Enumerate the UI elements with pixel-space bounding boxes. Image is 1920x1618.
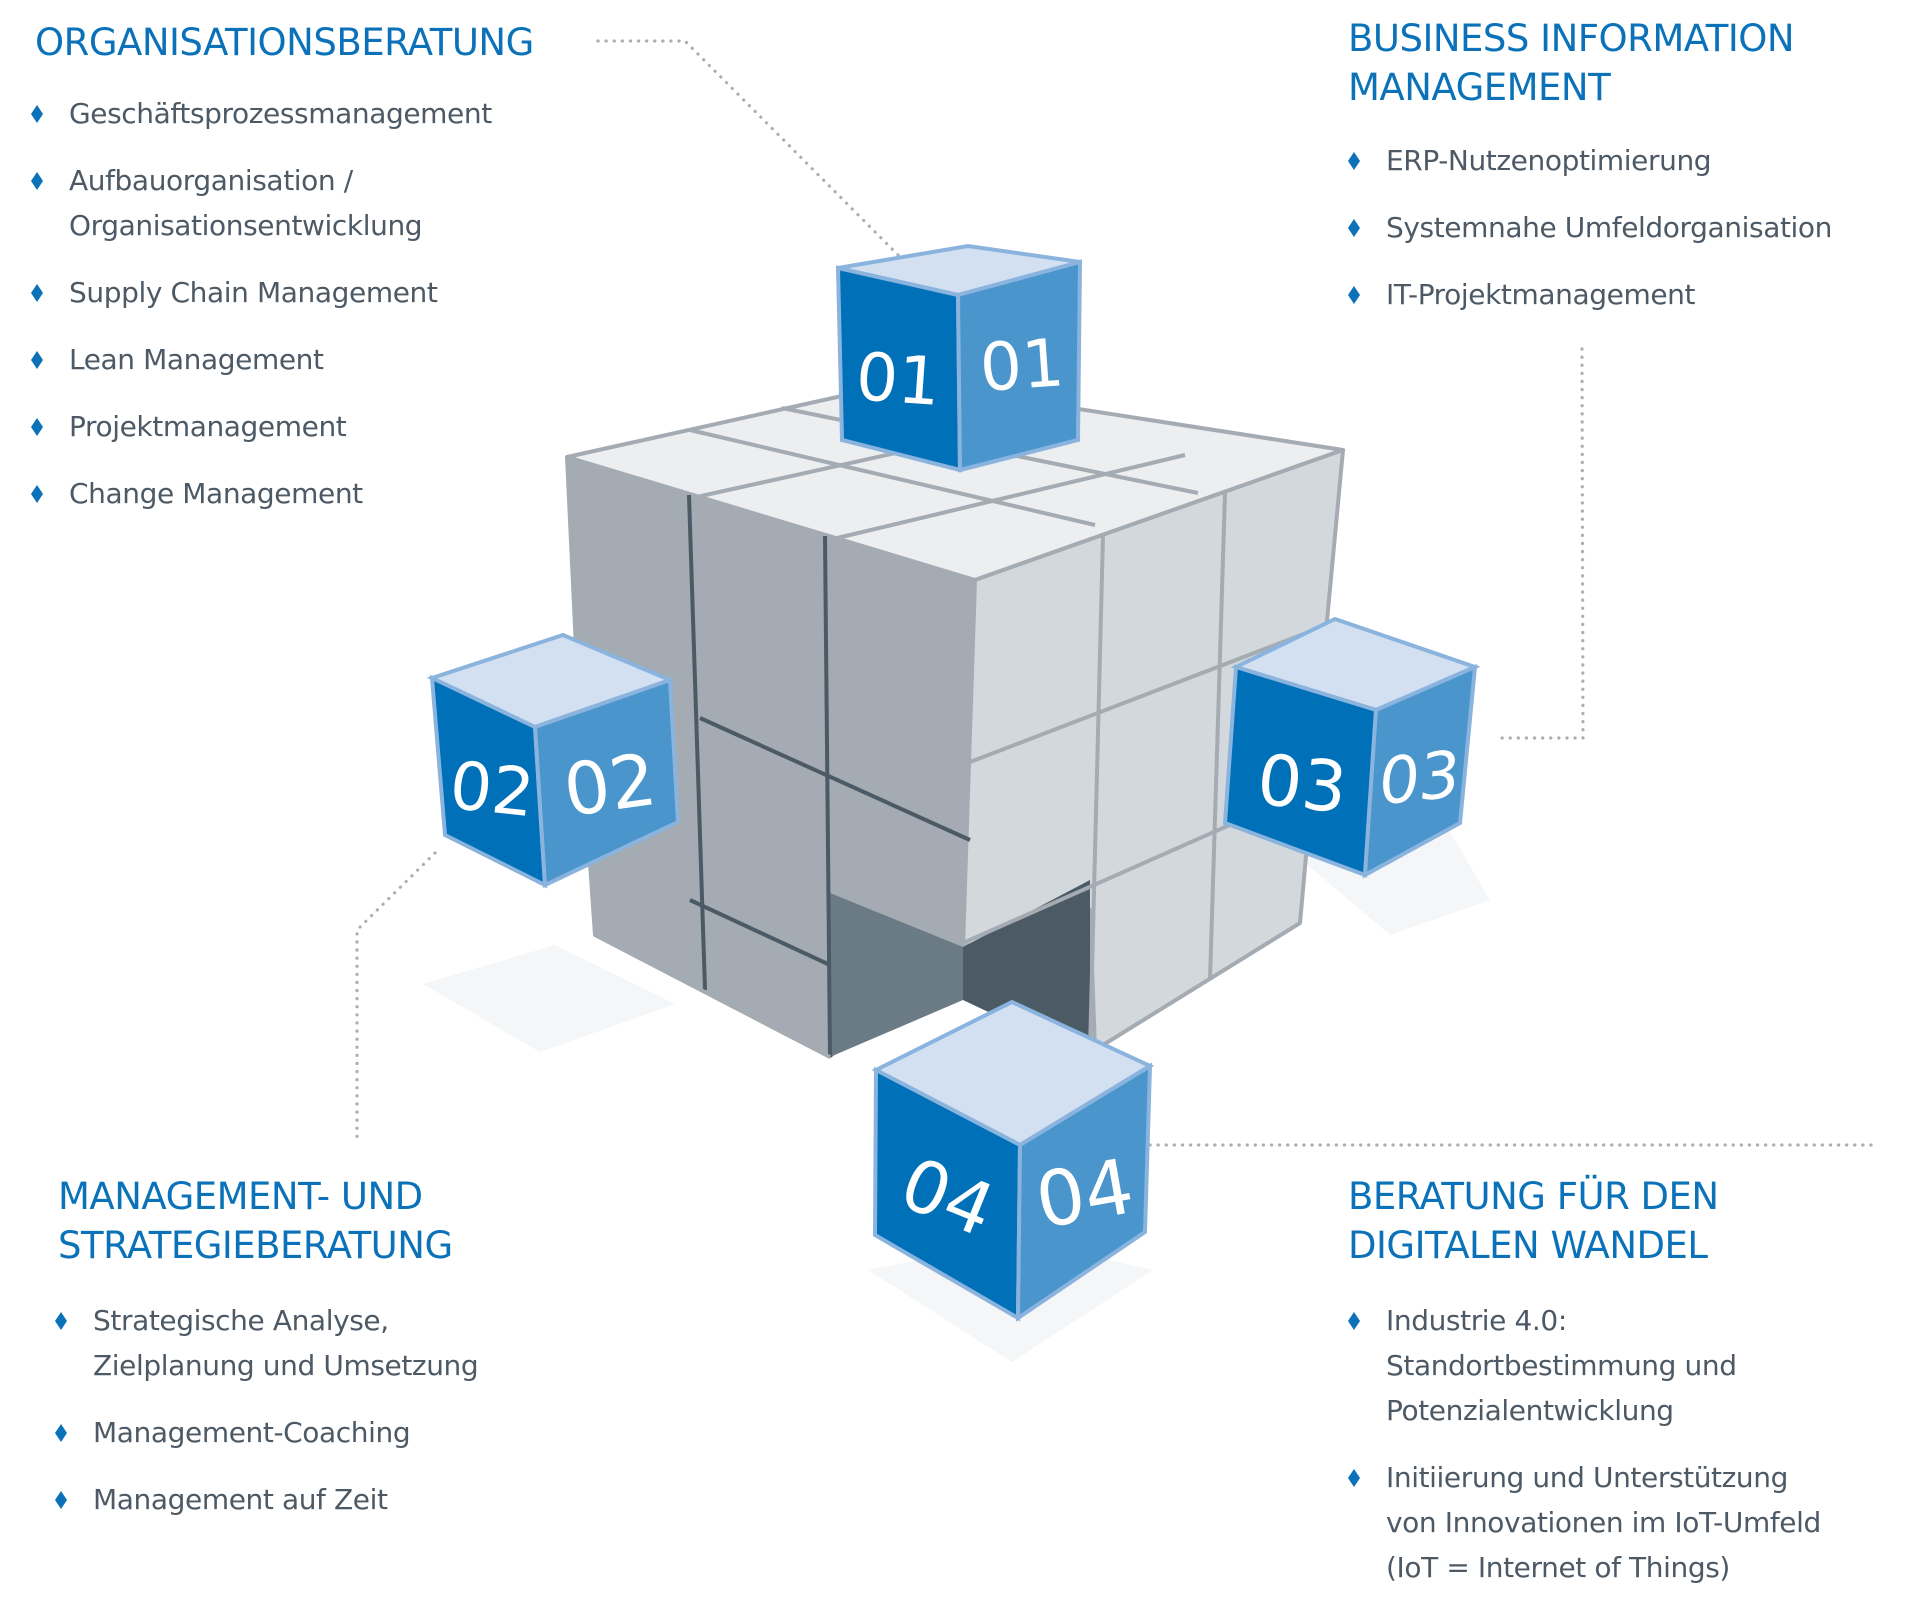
list-item-text: Supply Chain Management — [69, 276, 438, 309]
cube-02-side-label: 02 — [559, 737, 661, 833]
list-item-text: ERP-Nutzenoptimierung — [1386, 144, 1712, 177]
diamond-bullet-icon — [55, 1312, 67, 1330]
list-item-text: Management auf Zeit — [93, 1483, 388, 1516]
diamond-bullet-icon — [31, 351, 43, 369]
section-02-list: Strategische Analyse, Zielplanung und Ums… — [55, 1298, 479, 1544]
section-02-heading: MANAGEMENT- UND STRATEGIEBERATUNG — [58, 1172, 453, 1270]
list-item-text: Change Management — [69, 477, 363, 510]
cube-02-side — [532, 677, 681, 889]
diamond-bullet-icon — [1348, 1469, 1360, 1487]
section-04-heading: BERATUNG FÜR DEN DIGITALEN WANDEL — [1348, 1172, 1719, 1270]
list-item-text: Lean Management — [69, 343, 324, 376]
section-03-heading-line: BUSINESS INFORMATION — [1348, 17, 1795, 60]
cube-01-side-label: 01 — [977, 324, 1066, 407]
cube-02[interactable]: 02 02 — [426, 632, 681, 889]
cube-01-front-label: 01 — [853, 338, 942, 421]
cube-04[interactable]: 04 04 — [871, 999, 1155, 1322]
grid-line — [1088, 534, 1105, 1051]
list-item-text: Zielplanung und Umsetzung — [93, 1349, 479, 1382]
section-03-heading: BUSINESS INFORMATION MANAGEMENT — [1348, 14, 1795, 112]
section-02-heading-line: MANAGEMENT- UND — [58, 1175, 423, 1218]
list-item-text: Projektmanagement — [69, 410, 347, 443]
diamond-bullet-icon — [1348, 219, 1360, 237]
main-cube — [565, 380, 1345, 1060]
connector-lines — [355, 39, 1877, 1147]
cube-02-front-label: 02 — [446, 747, 538, 832]
section-03-list: ERP-Nutzenoptimierung Systemnahe Umfeldo… — [1348, 138, 1832, 339]
cube-03-side — [1362, 663, 1478, 879]
grid-line — [969, 620, 1336, 764]
grid-line — [1208, 492, 1227, 981]
diamond-bullet-icon — [1348, 152, 1360, 170]
list-item: Systemnahe Umfeldorganisation — [1348, 205, 1832, 250]
list-item: ERP-Nutzenoptimierung — [1348, 138, 1832, 183]
list-item-text: Management-Coaching — [93, 1416, 411, 1449]
section-02-heading-line: STRATEGIEBERATUNG — [58, 1224, 453, 1267]
diamond-bullet-icon — [55, 1424, 67, 1442]
list-item-text: von Innovationen im IoT-Umfeld — [1386, 1506, 1821, 1539]
list-item-text: Initiierung und Unterstützung — [1386, 1461, 1789, 1494]
list-item-text: Standortbestimmung und — [1386, 1349, 1737, 1382]
list-item: Management-Coaching — [55, 1410, 478, 1455]
list-item: Initiierung und Unterstützung von Innovat… — [1348, 1455, 1821, 1590]
list-item-text: Industrie 4.0: — [1386, 1304, 1567, 1337]
list-item-text: Systemnahe Umfeldorganisation — [1386, 211, 1832, 244]
section-03-heading-line: MANAGEMENT — [1348, 66, 1611, 109]
list-item: Management auf Zeit — [55, 1477, 478, 1522]
cube-03[interactable]: 03 03 — [1222, 616, 1481, 879]
section-04-heading-line: BERATUNG FÜR DEN — [1348, 1175, 1719, 1218]
connector-line-02 — [355, 851, 437, 1146]
cube-03-side-label: 03 — [1376, 738, 1465, 820]
list-item: Lean Management — [31, 337, 492, 382]
list-item: Change Management — [31, 471, 492, 516]
list-item: IT-Projektmanagement — [1348, 272, 1832, 317]
list-item-text: Strategische Analyse, — [93, 1304, 389, 1337]
diamond-bullet-icon — [31, 485, 43, 503]
list-item: Projektmanagement — [31, 404, 492, 449]
grid-line — [823, 535, 832, 1058]
cube-04-side-label: 04 — [1029, 1141, 1140, 1245]
connector-line-03 — [1495, 347, 1585, 740]
list-item: Supply Chain Management — [31, 270, 492, 315]
diamond-bullet-icon — [55, 1491, 67, 1509]
list-item-text: (IoT = Internet of Things) — [1386, 1551, 1730, 1584]
cube-04-side — [1015, 1062, 1153, 1322]
diamond-bullet-icon — [31, 105, 43, 123]
diamond-bullet-icon — [31, 418, 43, 436]
section-04-heading-line: DIGITALEN WANDEL — [1348, 1224, 1708, 1267]
diamond-bullet-icon — [31, 172, 43, 190]
grid-line — [689, 428, 1096, 527]
list-item-text: Potenzialentwicklung — [1386, 1394, 1674, 1427]
connector-line-01 — [596, 39, 915, 272]
shadow-cube-02 — [423, 945, 675, 1052]
grid-line — [832, 453, 1186, 541]
diamond-bullet-icon — [1348, 286, 1360, 304]
list-item-text: Organisationsentwicklung — [69, 209, 423, 242]
diamond-bullet-icon — [31, 284, 43, 302]
cube-03-front-label: 03 — [1254, 739, 1351, 830]
list-item: Aufbauorganisation / Organisationsentwick… — [31, 158, 492, 248]
main-cube-cutout-left — [830, 893, 963, 1057]
cube-01-side — [955, 259, 1083, 473]
grid-line — [689, 898, 831, 967]
list-item: Strategische Analyse, Zielplanung und Ums… — [55, 1298, 479, 1388]
cube-01[interactable]: 01 01 — [835, 243, 1083, 473]
section-01-heading: ORGANISATIONSBERATUNG — [35, 18, 534, 67]
list-item-text: Geschäftsprozessmanagement — [69, 97, 492, 130]
list-item-text: Aufbauorganisation / — [69, 164, 353, 197]
diamond-bullet-icon — [1348, 1312, 1360, 1330]
list-item-text: IT-Projektmanagement — [1386, 278, 1696, 311]
list-item: Geschäftsprozessmanagement — [31, 91, 492, 136]
section-01-heading-line: ORGANISATIONSBERATUNG — [35, 21, 534, 64]
section-01-list: Geschäftsprozessmanagement Aufbauorganis… — [31, 91, 492, 538]
grid-line — [699, 716, 971, 842]
